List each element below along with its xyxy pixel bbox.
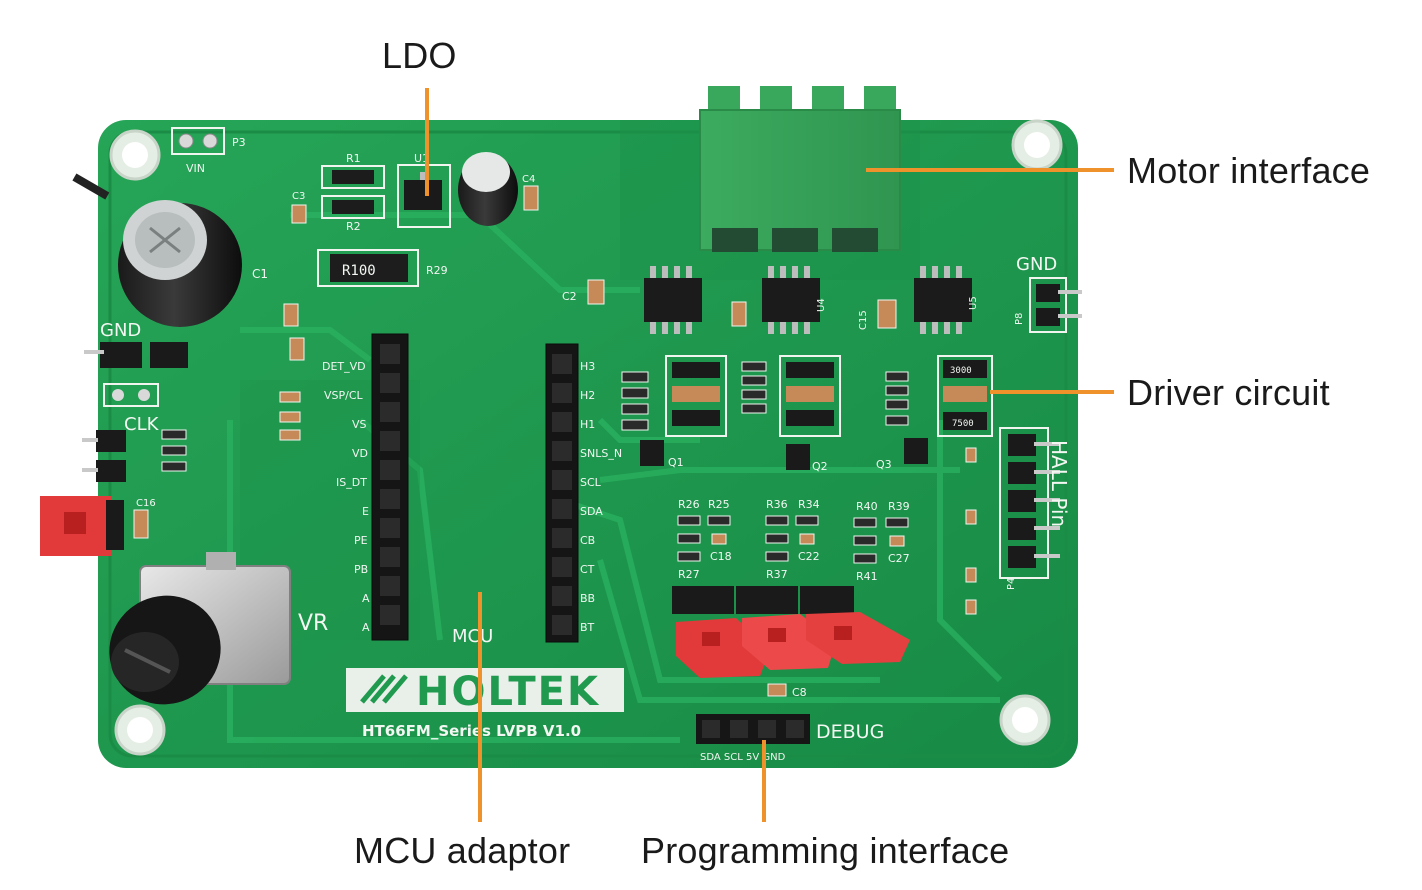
c8-label: C8 [792,686,807,699]
c15-label: C15 [858,310,869,330]
mcu-right-pin-label: H1 [580,418,595,431]
r100-label: R100 [342,263,376,279]
q1-label: Q1 [668,456,684,469]
feedback-resistors: R26 R25 R36 R34 R40 R39 C18 C22 C27 R27 … [677,498,910,583]
p4-label: P4 [1006,578,1017,590]
motor-terminal-block [699,86,901,252]
r2-label: R2 [346,220,361,233]
programming-interface-callout: Programming interface [641,830,1010,871]
mcu-right-pin-label: BT [580,621,595,634]
mcu-label: MCU [452,626,493,647]
res-3000-label: 3000 [950,366,972,376]
cap-label: C22 [798,550,820,563]
resistor-label: R37 [766,568,788,581]
red-jumpers-bottom: C8 [672,586,910,699]
mcu-right-pin-label: SCL [580,476,602,489]
leader-lines [425,88,1114,822]
mounting-holes [109,119,1063,756]
mcu-right-pin-label: H2 [580,389,595,402]
mcu-left-pin-label: VD [352,447,368,460]
resistor-label: R36 [766,498,788,511]
mcu-adaptor: DET_VD VSP/CL VS VD IS_DT E PE PB A A H3… [322,333,622,647]
debug-pins-label: SDA SCL 5V GND [700,752,786,763]
c4-label: C4 [522,174,535,185]
mcu-left-pin-label: PB [354,563,368,576]
r29-label: R29 [426,264,448,277]
vin-label: VIN [186,162,205,175]
c3-label: C3 [292,191,305,202]
c16-label: C16 [136,498,156,509]
mcu-left-pin-label: IS_DT [336,476,367,489]
cap-label: C27 [888,552,910,565]
u5-label: U5 [968,296,979,310]
r1-label: R1 [346,152,361,165]
motor-interface-callout: Motor interface [1127,150,1371,191]
board-model-label: HT66FM_Series LVPB V1.0 [362,722,581,740]
p3-label: P3 [232,136,246,149]
hall-pin-label: HALL Pin [1047,440,1071,527]
capacitor-c2: C2 [562,279,605,305]
hall-pin-header: HALL Pin P4 [965,427,1071,615]
clk-label: CLK [124,414,160,435]
mcu-left-pin-label: PE [354,534,368,547]
q2-label: Q2 [812,460,828,473]
vin-header: VIN P3 [171,127,246,175]
mcu-left-pin-label: A [362,621,370,634]
mcu-right-pin-label: SDA [580,505,603,518]
mcu-adaptor-callout: MCU adaptor [354,830,571,871]
gnd-right-label: GND [1016,254,1057,275]
potentiometer-vr: VR [109,552,328,705]
mcu-left-passives [279,303,305,441]
p8-label: P8 [1014,313,1025,325]
mcu-left-pin-label: E [362,505,369,518]
right-gnd-header: GND P8 [1014,254,1082,333]
mcu-right-pin-label: CT [580,563,595,576]
mcu-right-pin-label: SNLS_N [580,447,622,460]
resistor-label: R26 [678,498,700,511]
red-jumper-left: C16 [40,496,156,556]
resistor-label: R41 [856,570,878,583]
debug-label: DEBUG [816,721,884,743]
mcu-right-pin-label: BB [580,592,595,605]
vr-label: VR [298,611,328,636]
c2-label: C2 [562,290,577,303]
mcu-left-pin-label: VSP/CL [324,389,364,402]
holtek-logo-text: HOLTEK [416,669,600,715]
q3-label: Q3 [876,458,892,471]
mcu-left-pin-label: DET_VD [322,360,366,373]
res-7500-label: 7500 [952,419,974,429]
resistor-label: R25 [708,498,730,511]
mcu-right-pin-label: H3 [580,360,595,373]
ldo-area: R1 R2 U1 C3 C4 R100 R29 [291,152,539,287]
debug-header: DEBUG SDA SCL 5V GND [696,714,884,763]
gnd-left-label: GND [100,320,141,341]
u4-label: U4 [816,298,827,312]
resistor-label: R39 [888,500,910,513]
driver-circuit-callout: Driver circuit [1127,372,1330,413]
resistor-label: R34 [798,498,820,511]
ldo-chip [404,180,442,210]
c1-label: C1 [252,267,268,281]
cap-label: C18 [710,550,732,563]
driver-passives: 3000 7500 Q1 Q2 Q3 [621,355,993,473]
holtek-logo: HOLTEK HT66FM_Series LVPB V1.0 [346,668,624,740]
capacitor-c1: C1 [72,173,268,327]
mcu-left-pin-label: A [362,592,370,605]
driver-ics: U4 U5 C15 [644,266,979,334]
ldo-callout: LDO [382,35,457,76]
mcu-right-pin-label: CB [580,534,595,547]
resistor-label: R40 [856,500,878,513]
mcu-left-pin-label: VS [352,418,367,431]
resistor-label: R27 [678,568,700,581]
left-headers: GND CLK [82,320,188,482]
